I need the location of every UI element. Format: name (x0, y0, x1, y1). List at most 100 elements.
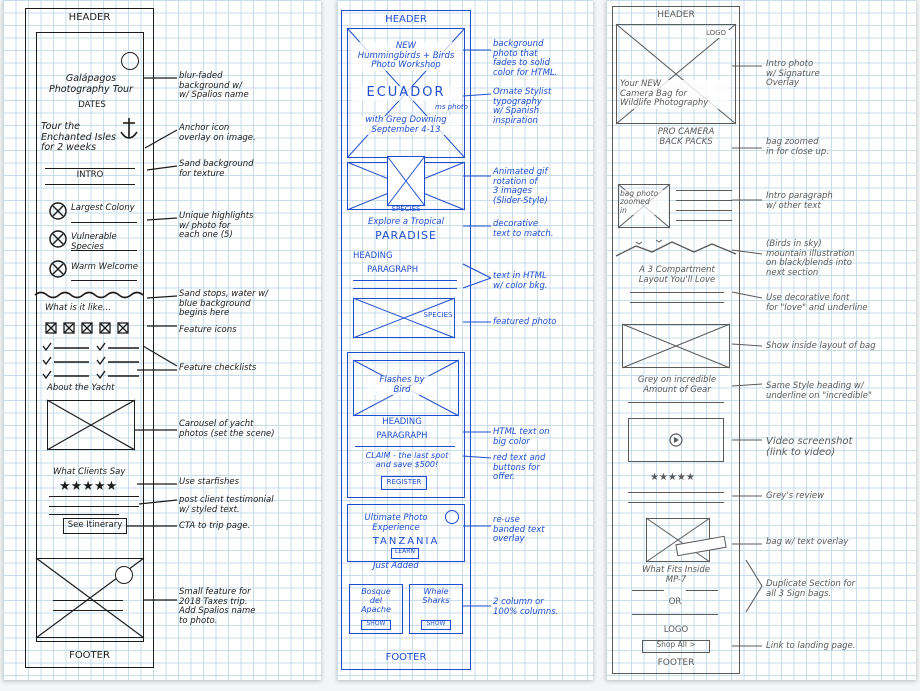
annotation-arrows (127, 77, 178, 601)
highlight-photo-icon (49, 260, 67, 278)
note-intro-para: Intro paragraph w/ other text (766, 191, 833, 211)
whats-inside: What Fits Inside MP-7 (641, 565, 711, 585)
rule (71, 280, 137, 281)
note-small-feature: Small feature for 2018 Taxes trip. Add S… (179, 587, 256, 626)
note-video: Video screenshot (link to video) (766, 436, 853, 459)
rule (676, 220, 732, 221)
column-1-button[interactable]: SHOW (361, 620, 391, 630)
page-frame (612, 6, 740, 674)
logo-text: LOGO (698, 29, 734, 38)
offer-photo-placeholder (353, 360, 459, 416)
content-frame (36, 32, 144, 642)
note-ornate: Ornate Stylist typography w/ Spanish ins… (493, 87, 552, 126)
note-anchor: Anchor icon overlay on image. (179, 123, 256, 143)
image-placeholder-icon (386, 155, 426, 207)
note-intro-photo: Intro photo w/ Signature Overlay (766, 59, 820, 89)
image-placeholder-icon (621, 323, 731, 369)
just-added: Just Added (373, 561, 419, 571)
image-placeholder-icon (352, 297, 456, 339)
header-label: HEADER (385, 14, 427, 25)
logo-text-2: LOGO (663, 625, 689, 635)
flash-title: Flashes by Bird (367, 375, 437, 396)
note-decorative: Use decorative font for "love" and under… (766, 293, 868, 313)
image-placeholder-icon (46, 399, 136, 451)
paragraph-text: PARAGRAPH (367, 265, 419, 275)
image-placeholder-icon (615, 23, 737, 125)
tanzania-section (347, 504, 465, 562)
wireframe-sheet-2: HEADER NEW Hummingbirds + Birds Photo Wo… (337, 0, 593, 680)
note-highlights: Unique highlights w/ photo for each one … (179, 211, 254, 241)
species-label: SPECIES (391, 205, 421, 213)
play-icon[interactable] (669, 433, 683, 447)
highlight-2: Vulnerable Species (71, 232, 117, 252)
note-cta: CTA to trip page. (179, 521, 251, 531)
footer-label: FOOTER (69, 650, 110, 661)
column-1-title: Bosque del Apache (361, 587, 391, 614)
note-feature-icons: Feature icons (179, 325, 237, 335)
rule (632, 590, 664, 591)
species-label-2: SPECIES (423, 311, 453, 320)
starfish-rating-icon: ★★★★★ (59, 479, 118, 494)
intro-label: INTRO (76, 170, 104, 180)
note-landing: Link to landing page. (766, 641, 856, 651)
small-feature-frame (36, 558, 144, 638)
column-2 (409, 584, 463, 634)
feature-logo-circle (115, 566, 133, 584)
paradise-text: PARADISE (375, 229, 437, 242)
tanzania-title: TANZANIA (372, 536, 440, 547)
note-duplicate: Duplicate Section for all 3 Sign bags. (766, 579, 856, 599)
highlight-photo-icon (49, 230, 67, 248)
inside-layout-photo (622, 324, 730, 368)
rule (676, 200, 732, 201)
column-2-button[interactable]: SHOW (421, 620, 451, 630)
note-decorative: decorative text to match. (493, 219, 554, 239)
learn-button[interactable]: LEARN (391, 548, 419, 559)
rule (53, 600, 123, 601)
rule (353, 280, 457, 281)
star-rating-icon: ★★★★★ (650, 472, 695, 483)
highlight-3: Warm Welcome (71, 262, 139, 272)
or-text: OR (668, 597, 682, 607)
explore-text: Explore a Tropical (368, 217, 444, 227)
country-title: ECUADOR (351, 85, 461, 101)
note-review: Grey's review (766, 491, 825, 501)
rule (353, 288, 457, 289)
note-blur: blur-faded background w/ w/ Spalios name (179, 71, 249, 101)
ms-photo-label: ms photo (435, 103, 468, 111)
annotation-arrows (462, 49, 492, 607)
hero-date: with Greg Downing September 4-13 (351, 115, 461, 136)
offer-section (347, 352, 465, 498)
rule (49, 506, 139, 507)
rule (355, 446, 455, 447)
header-label: HEADER (657, 10, 695, 20)
image-placeholder-icon (645, 517, 711, 563)
footer-label: FOOTER (657, 658, 695, 668)
header-label: HEADER (68, 12, 111, 23)
tour-text: Tour the Enchanted Isles for 2 weeks (41, 121, 116, 154)
badge-circle (445, 510, 459, 524)
heading-text: HEADING (353, 251, 393, 261)
note-featured: featured photo (493, 317, 557, 327)
clients-say: What Clients Say (53, 467, 126, 477)
video-screenshot (628, 418, 724, 462)
note-carousel: Carousel of yacht photos (set the scene) (179, 419, 275, 439)
rule (676, 190, 732, 191)
rule (71, 222, 137, 223)
shop-all-button[interactable]: Shop All > (642, 640, 710, 653)
wireframe-sheet-1: HEADER FOOTER Galápagos Photography Tour… (3, 0, 321, 680)
rule (676, 210, 732, 211)
rule (49, 496, 139, 497)
feature-icons-row (45, 322, 145, 334)
rule (49, 514, 119, 515)
logo-circle (121, 52, 139, 70)
rule (71, 250, 137, 251)
pro-backpacks: PRO CAMERA BACK PACKS (657, 127, 715, 147)
rule (628, 402, 724, 403)
rule (632, 614, 718, 615)
see-itinerary-button[interactable]: See Itinerary (63, 518, 127, 534)
highlight-1: Largest Colony (71, 203, 135, 213)
note-checklists: Feature checklists (179, 363, 257, 373)
grey-heading: Grey on incredible Amount of Gear (637, 375, 717, 395)
register-button[interactable]: REGISTER (381, 476, 427, 490)
note-banded: re-use banded text overlay (493, 515, 545, 545)
